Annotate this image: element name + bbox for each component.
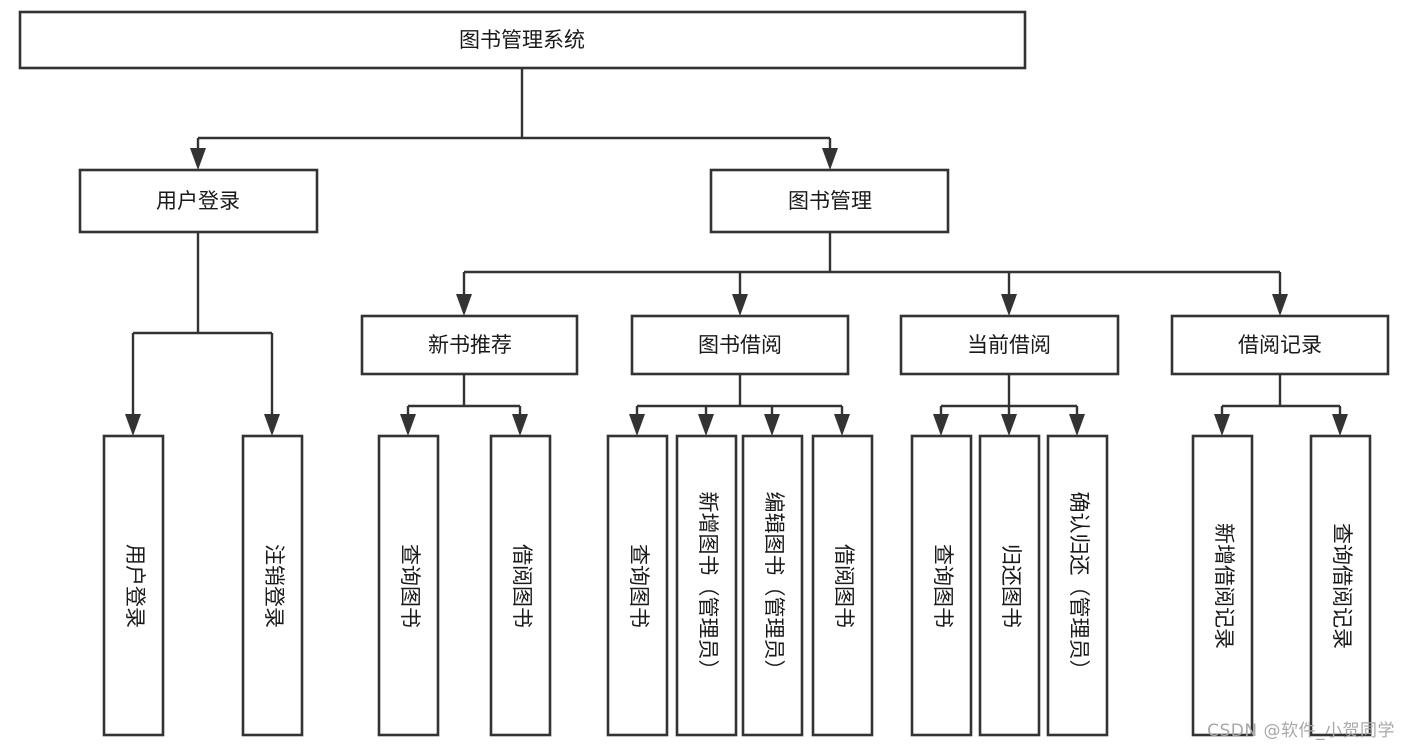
arrow-newbook-to-leaf2-icon [512, 414, 528, 436]
leaf-confirm-return-box [1046, 434, 1109, 737]
node-book-borrow[interactable]: 图书借阅 [630, 314, 850, 376]
leaf-edit-book-box [741, 434, 804, 737]
leaf-query-book-b-box [606, 434, 669, 737]
node-root-label: 图书管理系统 [459, 28, 585, 52]
leaf-add-borrow-record[interactable]: 新增借阅记录 [1191, 434, 1254, 737]
node-book-borrow-label: 图书借阅 [698, 333, 782, 357]
arrow-bookmgmt-to-current-borrow-icon [1001, 294, 1017, 316]
arrow-bookmgmt-to-borrow-record-icon [1272, 294, 1288, 316]
node-root-box [18, 10, 1027, 70]
leaf-borrow-book-b-label: 借阅图书 [832, 544, 856, 628]
arrow-userlogin-to-leaf1-icon [125, 414, 141, 436]
arrow-currentborrow-to-leaf3-icon [1069, 414, 1085, 436]
leaf-add-borrow-record-label: 新增借阅记录 [1212, 523, 1236, 649]
leaf-edit-book[interactable]: 编辑图书（管理员） [741, 434, 804, 737]
node-current-borrow-label: 当前借阅 [967, 333, 1051, 357]
leaf-borrow-book-a-label: 借阅图书 [510, 544, 534, 628]
node-user-login-box [78, 168, 319, 234]
leaf-return-book-box [978, 434, 1041, 737]
leaf-borrow-book-a[interactable]: 借阅图书 [489, 434, 552, 737]
arrow-borrowrecord-to-leaf2-icon [1332, 414, 1348, 436]
leaf-return-book-label: 归还图书 [999, 544, 1023, 628]
node-borrow-record-box [1170, 314, 1390, 376]
leaf-user-login[interactable]: 用户登录 [102, 434, 165, 737]
arrow-currentborrow-to-leaf2-icon [1001, 414, 1017, 436]
leaf-borrow-book-b[interactable]: 借阅图书 [811, 434, 874, 737]
leaf-confirm-return[interactable]: 确认归还（管理员） [1046, 434, 1109, 737]
node-book-management[interactable]: 图书管理 [709, 168, 950, 234]
arrow-currentborrow-to-leaf1-icon [933, 414, 949, 436]
leaf-logout[interactable]: 注销登录 [241, 434, 304, 737]
node-user-login-label: 用户登录 [156, 189, 240, 213]
node-user-login[interactable]: 用户登录 [78, 168, 319, 234]
watermark: CSDN @软件_小贺同学 [1207, 721, 1395, 741]
arrow-bookborrow-to-leaf1-icon [629, 414, 645, 436]
connector-layer [125, 68, 1348, 436]
leaf-query-book-c-box [910, 434, 973, 737]
leaf-borrow-book-a-box [489, 434, 552, 737]
leaf-query-book-c-label: 查询图书 [931, 544, 955, 628]
leaf-query-book-b-label: 查询图书 [627, 544, 651, 628]
leaf-query-borrow-record[interactable]: 查询借阅记录 [1309, 434, 1372, 737]
arrow-root-to-user-login-icon [190, 148, 206, 170]
leaf-query-book-a[interactable]: 查询图书 [377, 434, 440, 737]
node-current-borrow-box [899, 314, 1120, 376]
leaf-confirm-return-label: 确认归还（管理员） [1067, 492, 1091, 681]
leaf-add-book-box [675, 434, 738, 737]
leaf-query-borrow-record-box [1309, 434, 1372, 737]
leaf-query-book-c[interactable]: 查询图书 [910, 434, 973, 737]
node-current-borrow[interactable]: 当前借阅 [899, 314, 1120, 376]
leaf-add-book-label: 新增图书（管理员） [696, 492, 720, 681]
leaf-user-login-box [102, 434, 165, 737]
node-book-borrow-box [630, 314, 850, 376]
leaf-return-book[interactable]: 归还图书 [978, 434, 1041, 737]
arrow-borrowrecord-to-leaf1-icon [1214, 414, 1230, 436]
arrow-userlogin-to-leaf2-icon [264, 414, 280, 436]
arrow-bookmgmt-to-book-borrow-icon [732, 294, 748, 316]
arrow-bookborrow-to-leaf3-icon [764, 414, 780, 436]
arrow-bookmgmt-to-new-book-icon [456, 294, 472, 316]
node-book-management-label: 图书管理 [788, 189, 872, 213]
node-borrow-record-label: 借阅记录 [1238, 333, 1322, 357]
node-new-book-recommend-box [360, 314, 579, 376]
node-new-book-recommend-label: 新书推荐 [428, 333, 512, 357]
node-book-management-box [709, 168, 950, 234]
leaf-logout-label: 注销登录 [262, 544, 286, 628]
arrow-bookborrow-to-leaf2-icon [698, 414, 714, 436]
leaf-query-borrow-record-label: 查询借阅记录 [1330, 523, 1354, 649]
leaf-query-book-b[interactable]: 查询图书 [606, 434, 669, 737]
node-borrow-record[interactable]: 借阅记录 [1170, 314, 1390, 376]
leaf-borrow-book-b-box [811, 434, 874, 737]
leaf-query-book-a-box [377, 434, 440, 737]
arrow-bookborrow-to-leaf4-icon [834, 414, 850, 436]
node-root[interactable]: 图书管理系统 [18, 10, 1027, 70]
arrow-newbook-to-leaf1-icon [400, 414, 416, 436]
leaf-edit-book-label: 编辑图书（管理员） [762, 492, 786, 681]
leaf-user-login-label: 用户登录 [123, 544, 147, 628]
node-new-book-recommend[interactable]: 新书推荐 [360, 314, 579, 376]
leaf-logout-box [241, 434, 304, 737]
leaf-add-borrow-record-box [1191, 434, 1254, 737]
leaf-add-book[interactable]: 新增图书（管理员） [675, 434, 738, 737]
arrow-root-to-book-mgmt-icon [822, 148, 838, 170]
leaf-query-book-a-label: 查询图书 [398, 544, 422, 628]
